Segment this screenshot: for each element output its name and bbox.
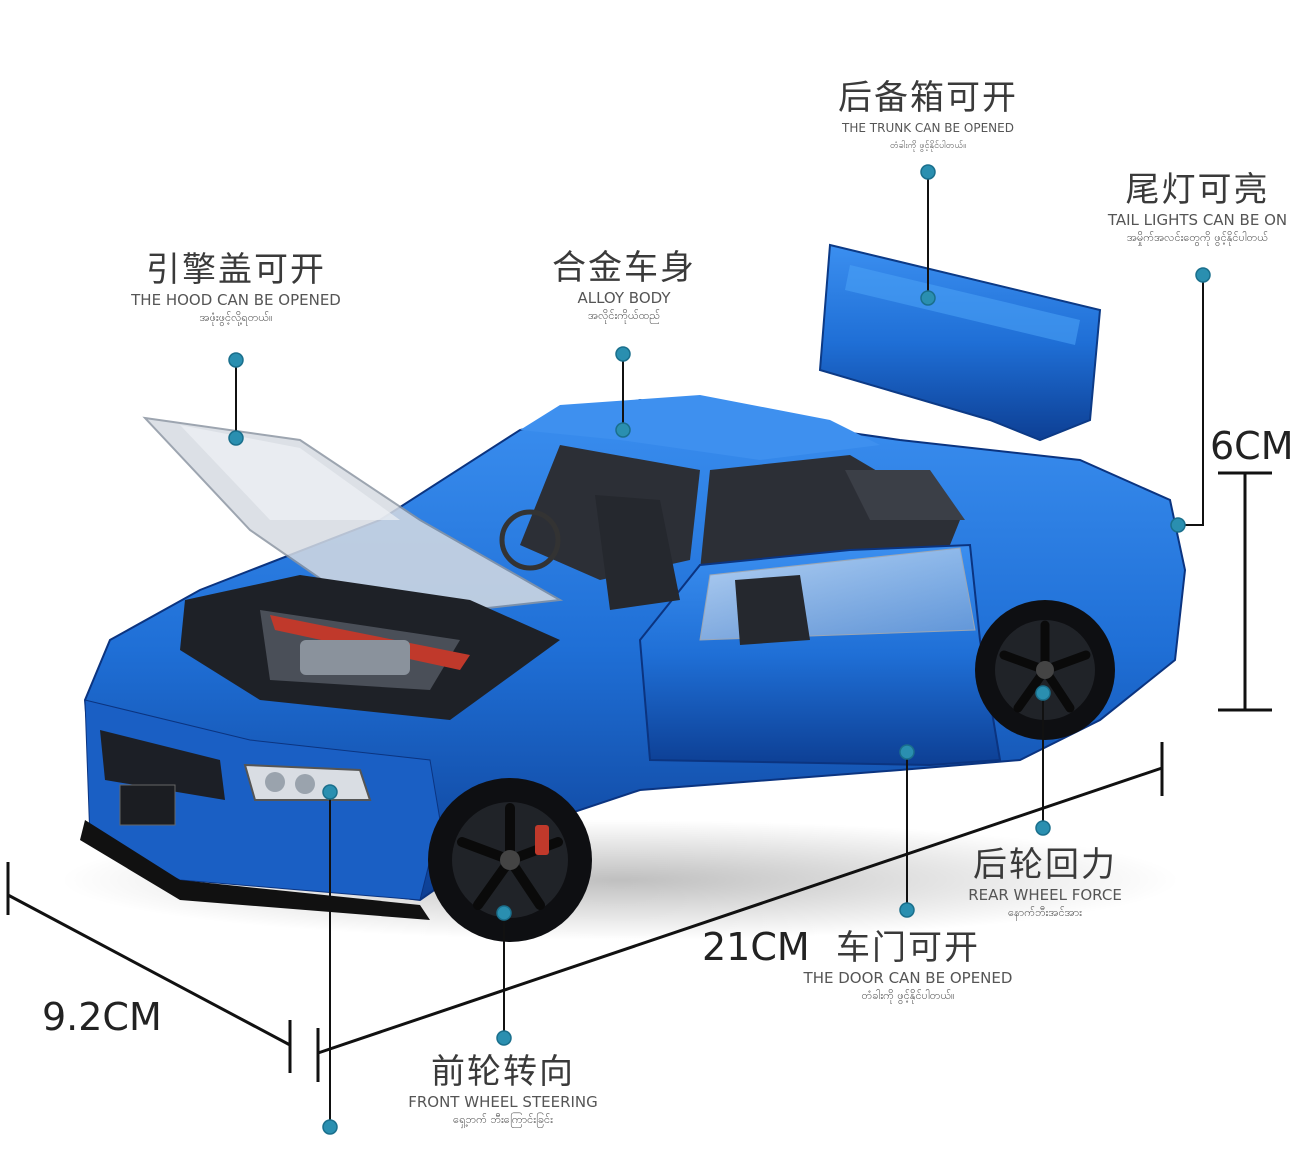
callout-hood: 引擎盖可开 THE HOOD CAN BE OPENED အဖုံးဖွင့်လ…: [110, 250, 362, 326]
headlight-dot-end: [322, 1119, 338, 1135]
headlight-dot: [322, 784, 338, 800]
length-dimension: 21CM: [702, 925, 810, 969]
trunk-lid: [818, 243, 1102, 442]
hood-lid: [142, 416, 564, 622]
width-dimension: 9.2CM: [42, 995, 162, 1039]
tail-en: TAIL LIGHTS CAN BE ON: [1107, 211, 1288, 229]
callout-tail-lights: 尾灯可亮 TAIL LIGHTS CAN BE ON အမှိုက်အလင်းတ…: [1088, 170, 1307, 246]
front-wheel-dot: [496, 905, 512, 921]
body-dot-end: [615, 422, 631, 438]
body-my: အလိုင်းကိုယ်ထည်: [587, 309, 660, 322]
door-zh: 车门可开: [836, 928, 980, 968]
hood-en: THE HOOD CAN BE OPENED: [131, 291, 341, 309]
trunk-my: တံခါးကို ဖွင့်နိုင်ပါတယ်။: [889, 141, 967, 151]
rear-wheel-my: နောက်ဘီးအင်အား: [1008, 906, 1082, 919]
callout-body: 合金车身 ALLOY BODY အလိုင်းကိုယ်ထည်: [530, 248, 718, 324]
hood-dot-end: [228, 430, 244, 446]
door-en: THE DOOR CAN BE OPENED: [803, 969, 1013, 987]
body-zh: 合金车身: [552, 248, 696, 288]
length-dimension-line: [316, 742, 1164, 1082]
trunk-en: THE TRUNK CAN BE OPENED: [842, 121, 1014, 135]
tail-dot-end: [1170, 517, 1186, 533]
callout-door: 车门可开 THE DOOR CAN BE OPENED တံခါးကို ဖွင…: [786, 928, 1030, 1004]
body-dot: [615, 346, 631, 362]
car-body: [80, 395, 1187, 920]
rear-wheel-dot-end: [1035, 820, 1051, 836]
tail-zh: 尾灯可亮: [1125, 170, 1270, 210]
front-wheel-zh: 前轮转向: [431, 1052, 575, 1092]
open-door: [638, 543, 1002, 767]
door-my: တံခါးကို ဖွင့်နိုင်ပါတယ်။: [861, 989, 955, 1002]
callout-trunk: 后备箱可开 THE TRUNK CAN BE OPENED တံခါးကို ဖ…: [806, 78, 1050, 154]
height-dimension-line: [1218, 471, 1272, 712]
height-dimension: 6CM: [1210, 424, 1294, 468]
rear-wheel-dot: [1035, 685, 1051, 701]
front-wheel-dot-end: [496, 1030, 512, 1046]
hood-my: အဖုံးဖွင့်လို့ရတယ်။: [199, 311, 273, 324]
rear-wheel-zh: 后轮回力: [973, 845, 1117, 885]
engine-bay: [180, 575, 560, 720]
front-wheel-my: ရှေ့ဘက် ဘီးကြောင်းခြင်း: [453, 1113, 553, 1126]
rear-wheel-en: REAR WHEEL FORCE: [968, 886, 1122, 904]
door-dot-end: [899, 902, 915, 918]
front-wheel-en: FRONT WHEEL STEERING: [408, 1093, 598, 1111]
door-dot: [899, 744, 915, 760]
body-en: ALLOY BODY: [577, 289, 671, 307]
hood-dot: [228, 352, 244, 368]
trunk-zh: 后备箱可开: [838, 78, 1018, 118]
trunk-dot-end: [920, 290, 936, 306]
hood-zh: 引擎盖可开: [146, 250, 326, 290]
tail-dot: [1195, 267, 1211, 283]
front-wheel: [428, 778, 592, 942]
tail-my: အမှိုက်အလင်းတွေကို ဖွင့်နိုင်ပါတယ်: [1126, 231, 1269, 244]
trunk-dot: [920, 164, 936, 180]
width-dimension-line: [6, 862, 292, 1073]
callout-rear-wheel: 后轮回力 REAR WHEEL FORCE နောက်ဘီးအင်အား: [950, 845, 1140, 921]
rear-wheel: [975, 600, 1115, 740]
callout-front-wheel: 前轮转向 FRONT WHEEL STEERING ရှေ့ဘက် ဘီးကြေ…: [392, 1052, 614, 1128]
interior-seats: [499, 495, 810, 645]
